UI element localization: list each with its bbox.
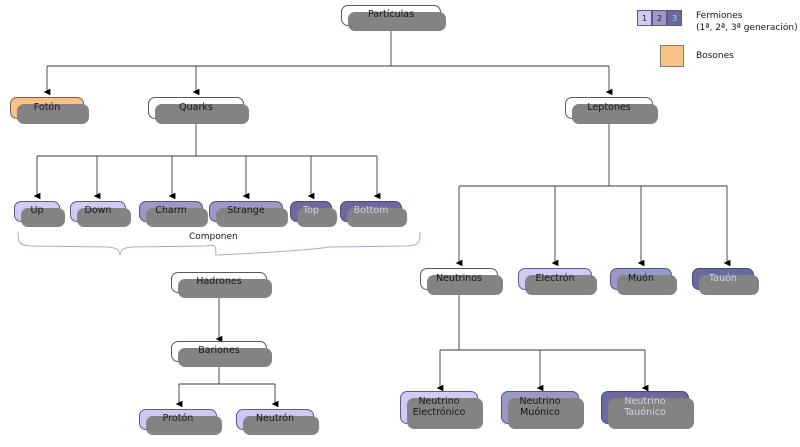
node-label: Muón [627, 272, 655, 284]
node-shadow [572, 104, 658, 124]
node-label: Down [84, 205, 112, 217]
node-label: Hadrones [196, 276, 242, 288]
node-shadow [348, 12, 446, 31]
node-label: Fotón [33, 101, 61, 113]
node-neutrino-electronico[interactable]: Neutrino Electrónico [400, 391, 483, 429]
node-quarks[interactable]: Quarks [148, 97, 249, 124]
node-bariones[interactable]: Bariones [171, 341, 272, 367]
brace-label: Componen [189, 232, 238, 242]
node-shadow [178, 279, 272, 298]
node-particulas[interactable]: Partículas [341, 5, 446, 31]
node-label: Partículas [367, 9, 415, 21]
node-shadow [297, 208, 337, 227]
swatch-generation-1: 1 [637, 10, 652, 26]
node-shadow [407, 398, 483, 429]
node-tauon[interactable]: Tauón [692, 268, 759, 295]
node-shadow [178, 348, 272, 367]
node-shadow [146, 416, 222, 435]
node-hadrones[interactable]: Hadrones [171, 272, 272, 298]
node-label: Leptones [587, 101, 631, 113]
node-label-line2: Muónico [520, 406, 560, 418]
node-label: Charm [155, 205, 187, 217]
node-label: Tauón [709, 272, 737, 284]
node-label: Top [302, 205, 320, 217]
node-label-line1: Neutrino [519, 395, 561, 407]
node-shadow [617, 275, 677, 295]
node-label: Bottom [353, 205, 389, 217]
node-shadow [347, 208, 407, 227]
node-down[interactable]: Down [70, 201, 131, 227]
node-electron[interactable]: Electrón [518, 268, 597, 295]
node-shadow [608, 398, 694, 429]
node-label: Protón [162, 413, 194, 425]
node-shadow [17, 104, 89, 124]
node-label-line2: Electrónico [412, 406, 466, 418]
node-proton[interactable]: Protón [139, 409, 222, 435]
node-label: Neutrinos [435, 272, 483, 284]
swatch-generation-2: 2 [652, 10, 667, 26]
node-strange[interactable]: Strange [209, 201, 288, 227]
node-bottom[interactable]: Bottom [340, 201, 407, 227]
node-shadow [427, 275, 503, 295]
node-muon[interactable]: Muón [610, 268, 677, 295]
node-leptones[interactable]: Leptones [565, 97, 658, 124]
node-label-line1: Neutrino [624, 395, 666, 407]
node-label: Bariones [198, 345, 240, 357]
legend-fermiones-line1: Fermiones [696, 11, 743, 21]
node-charm[interactable]: Charm [139, 201, 208, 227]
legend-bosones-label: Bosones [696, 51, 734, 61]
node-neutrinos[interactable]: Neutrinos [420, 268, 503, 295]
node-shadow [155, 104, 249, 124]
node-shadow [525, 275, 597, 295]
node-shadow [216, 208, 288, 227]
node-foton[interactable]: Fotón [10, 97, 89, 124]
node-shadow [146, 208, 208, 227]
fermion-swatches: 1 2 3 [637, 10, 682, 26]
node-label: Up [30, 205, 44, 217]
node-shadow [77, 208, 131, 227]
node-up[interactable]: Up [14, 201, 65, 227]
node-label: Electrón [535, 272, 575, 284]
node-label: Quarks [179, 101, 213, 113]
node-neutrino-muonico[interactable]: Neutrino Muónico [501, 391, 584, 429]
node-label-line2: Tauónico [624, 406, 666, 418]
node-neutrino-tauonico[interactable]: Neutrino Tauónico [601, 391, 694, 429]
node-shadow [21, 208, 65, 227]
swatch-boson [660, 45, 684, 67]
node-shadow [508, 398, 584, 429]
node-neutron[interactable]: Neutrón [236, 409, 319, 435]
node-label: Neutrón [255, 413, 295, 425]
node-label: Strange [227, 205, 265, 217]
swatch-generation-3: 3 [667, 10, 682, 26]
legend-fermiones-line2: (1ª, 2ª, 3ª generación) [696, 23, 798, 33]
node-label-line1: Neutrino [418, 395, 460, 407]
node-shadow [243, 416, 319, 435]
node-shadow [699, 275, 759, 295]
node-top[interactable]: Top [290, 201, 337, 227]
